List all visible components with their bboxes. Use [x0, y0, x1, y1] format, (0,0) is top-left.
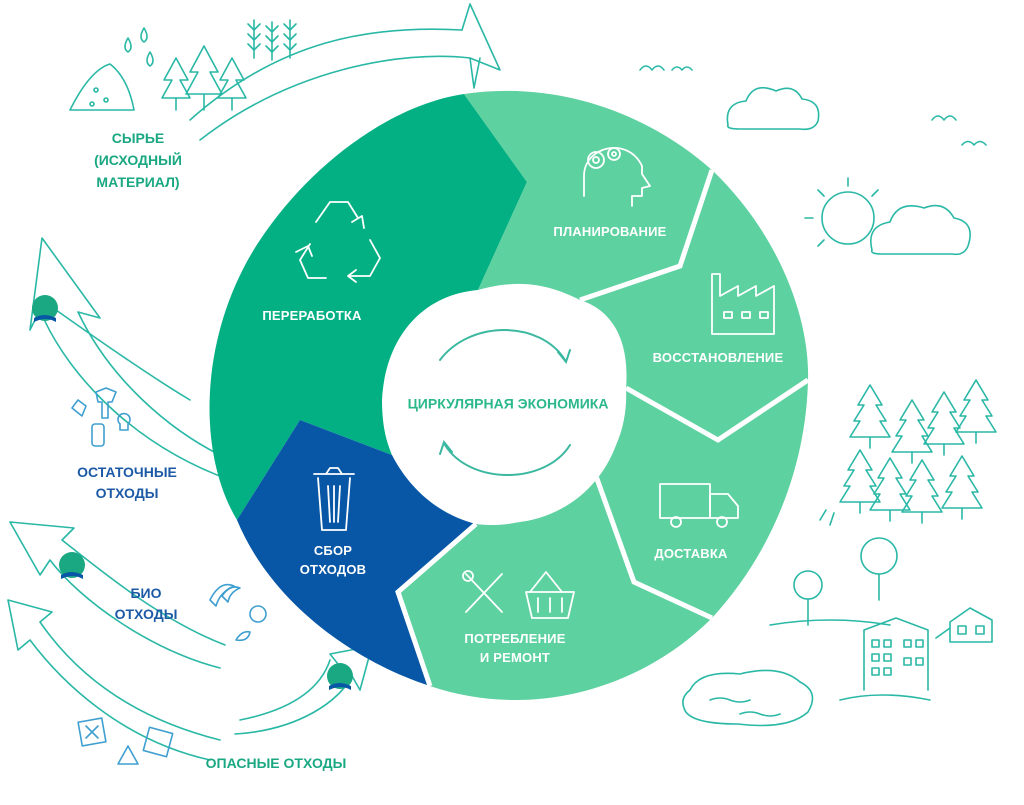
- segment-label-collection-line2: ОТХОДОВ: [300, 562, 367, 577]
- round-trees-sketch: [769, 537, 898, 626]
- return-arrow: [234, 645, 373, 735]
- cloud-sketch: [726, 86, 820, 131]
- lake-sketch: [682, 669, 814, 727]
- raw-material-label-line1: СЫРЬЕ: [112, 130, 165, 146]
- hazardous-waste-label: ОПАСНЫЕ ОТХОДЫ: [206, 755, 347, 771]
- bio-waste-label-line2: ОТХОДЫ: [115, 606, 178, 622]
- segment-label-restoration: ВОССТАНОВЛЕНИЕ: [653, 350, 784, 365]
- factory-icon: [711, 273, 775, 335]
- raw-material-label-line3: МАТЕРИАЛ): [96, 174, 179, 190]
- residual-waste-label-line1: ОСТАТОЧНЫЕ: [77, 464, 177, 480]
- segment-label-consumption-line2: И РЕМОНТ: [480, 650, 550, 665]
- segment-label-collection-line1: СБОР: [314, 543, 352, 558]
- segment-label-recycling: ПЕРЕРАБОТКА: [262, 308, 362, 323]
- segment-delivery: [596, 380, 808, 618]
- center-disc: [387, 287, 623, 523]
- pine-forest-sketch: [819, 379, 997, 526]
- residual-waste-arrow: [29, 237, 231, 481]
- segment-planning: [464, 90, 712, 301]
- house-sketch: [935, 607, 993, 643]
- banana-apple-leaf-icon: [209, 583, 267, 642]
- segment-restoration: [580, 170, 809, 440]
- segment-label-delivery: ДОСТАВКА: [654, 546, 728, 561]
- raw-material-label-line2: (ИСХОДНЫЙ: [94, 151, 182, 168]
- tools-basket-icon: [462, 570, 575, 619]
- hazardous-waste-arrow: [7, 599, 221, 761]
- plants-sketch: [247, 19, 297, 61]
- center-title: ЦИРКУЛЯРНАЯ ЭКОНОМИКА: [408, 396, 609, 412]
- building-sketch: [839, 617, 931, 701]
- sun-cloud-sketch: [804, 177, 971, 256]
- truck-icon: [659, 483, 739, 528]
- bio-waste-label-line1: БИО: [130, 585, 161, 601]
- small-trees-sketch: [161, 45, 247, 111]
- mountain-sketch: [69, 63, 135, 111]
- trash-bin-icon: [313, 467, 355, 531]
- segment-recycling: [209, 94, 528, 520]
- birds-sketch: [639, 65, 987, 146]
- company-logo-icon: [327, 663, 353, 690]
- recycle-icon: [295, 201, 381, 283]
- water-drops-sketch: [124, 27, 154, 67]
- residual-waste-label-line2: ОТХОДЫ: [96, 485, 159, 501]
- clothes-bottle-bulb-icon: [71, 387, 131, 447]
- raw-material-arrow: [189, 3, 501, 141]
- company-logo-icon: [59, 552, 85, 579]
- head-gears-icon: [583, 147, 651, 207]
- segment-label-planning: ПЛАНИРОВАНИЕ: [553, 224, 666, 239]
- segment-label-consumption-line1: ПОТРЕБЛЕНИЕ: [464, 631, 565, 646]
- segment-consumption-repair: [398, 476, 712, 700]
- company-logo-icon: [32, 295, 58, 322]
- cycle-arrows-icon: [439, 329, 571, 476]
- hazard-signs-icon: [77, 717, 174, 765]
- segment-waste-collection: [237, 420, 476, 686]
- bio-waste-arrow: [9, 521, 226, 669]
